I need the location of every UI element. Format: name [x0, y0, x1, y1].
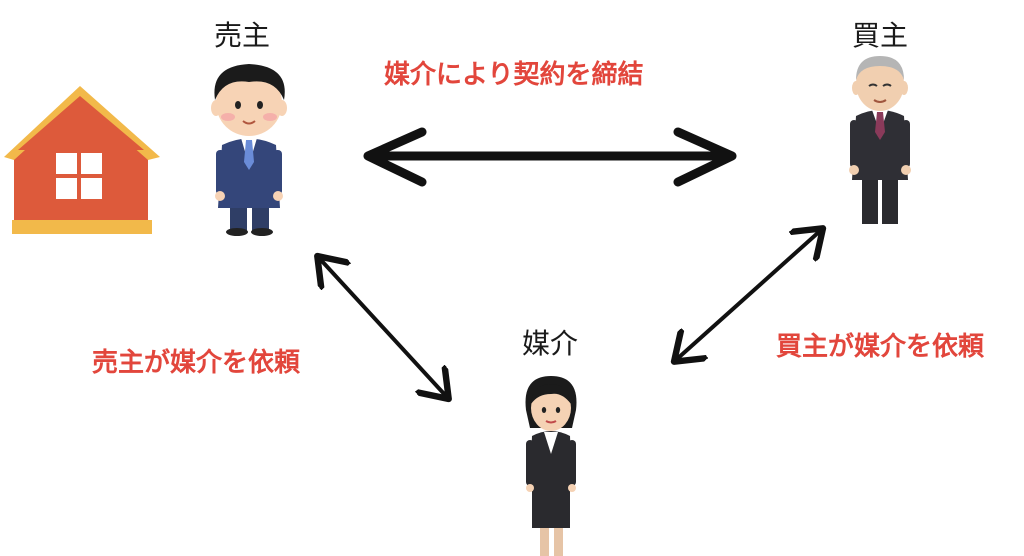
businessman-icon — [211, 64, 287, 236]
seller-request-label: 売主が媒介を依頼 — [92, 348, 301, 378]
contract-arrow — [363, 127, 737, 187]
contract-label: 媒介により契約を締結 — [384, 60, 644, 90]
elderly-man-icon — [849, 56, 911, 224]
buyer-agent-arrow — [677, 231, 820, 359]
agent-label: 媒介 — [522, 327, 579, 360]
businesswoman-icon — [525, 376, 577, 556]
house-icon — [4, 86, 160, 234]
seller-label: 売主 — [214, 19, 271, 52]
buyer-request-label: 買主が媒介を依頼 — [776, 332, 985, 362]
seller-agent-arrow — [320, 259, 446, 396]
buyer-label: 買主 — [852, 19, 909, 52]
